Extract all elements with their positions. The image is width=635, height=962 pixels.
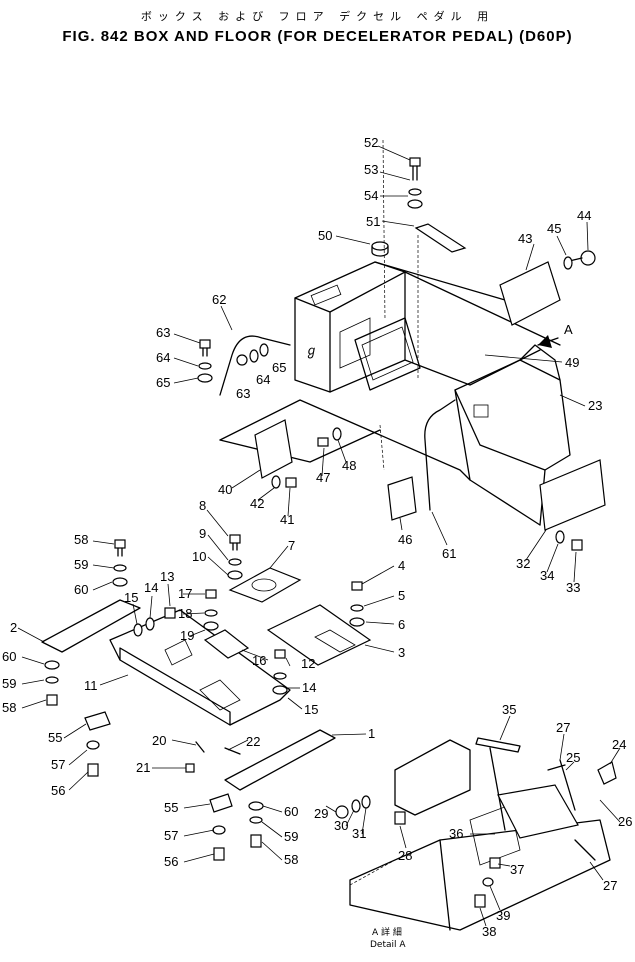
callout-11: 11 [84,678,98,693]
detail-label-japanese: A 詳 細 [372,926,402,938]
callout-8: 8 [199,498,206,513]
callout-1: 1 [368,726,375,741]
callout-56-left: 56 [51,783,65,798]
detail-label: Detail A [370,940,406,950]
operator-box-assembly: ℊ [219,139,606,531]
callout-38: 38 [482,924,496,939]
callout-59-bottom-left: 59 [2,676,16,691]
callout-17: 17 [178,586,192,601]
callout-44: 44 [577,208,591,223]
callout-2: 2 [10,620,17,635]
callout-31: 31 [352,826,366,841]
callout-51: 51 [366,214,380,229]
callout-50: 50 [318,228,332,243]
floor-assembly [41,567,372,813]
callout-58-middle: 58 [284,852,298,867]
callout-25: 25 [566,750,580,765]
callout-42: 42 [250,496,264,511]
callout-26: 26 [618,814,632,829]
callout-22: 22 [246,734,260,749]
callout-58-top: 58 [74,532,88,547]
callout-23: 23 [588,398,602,413]
callout-16: 16 [252,653,266,668]
callout-43: 43 [518,231,532,246]
callout-60-bottom-left: 60 [2,649,16,664]
callout-62: 62 [212,292,226,307]
callout-59-middle: 59 [284,829,298,844]
hardware-fasteners-upper [197,157,596,551]
callout-leader-lines [17,145,621,927]
callout-6: 6 [398,617,405,632]
callout-27-top: 27 [556,720,570,735]
box-emblem-text: ℊ [305,343,318,359]
callout-65-right: 65 [272,360,286,375]
callout-61: 61 [442,546,456,561]
callout-5: 5 [398,588,405,603]
callout-29: 29 [314,806,328,821]
callout-12: 12 [301,656,315,671]
callout-37: 37 [510,862,524,877]
callout-14-bottom: 14 [302,680,316,695]
callout-32: 32 [516,556,530,571]
hardware-fasteners-lower [44,534,365,861]
callout-9: 9 [199,526,206,541]
callout-33: 33 [566,580,580,595]
callout-55-left: 55 [48,730,62,745]
callout-18: 18 [178,606,192,621]
callout-52: 52 [364,135,378,150]
callout-21: 21 [136,760,150,775]
callout-58-bottom-left: 58 [2,700,16,715]
callout-27-bottom: 27 [603,878,617,893]
callout-39: 39 [496,908,510,923]
detail-a-assembly [335,737,617,931]
callout-65-left: 65 [156,375,170,390]
figure-title-japanese: ボックス および フロア デクセル ペダル 用 [140,10,495,23]
callout-45: 45 [547,221,561,236]
callout-34: 34 [540,568,554,583]
callout-3: 3 [398,645,405,660]
callout-20: 20 [152,733,166,748]
callout-48: 48 [342,458,356,473]
callout-10: 10 [192,549,206,564]
callout-36: 36 [449,826,463,841]
callout-56-middle: 56 [164,854,178,869]
callout-41: 41 [280,512,294,527]
callout-24: 24 [612,737,626,752]
callout-labels: 52 53 54 51 50 44 45 43 62 63 64 65 63 6… [2,135,632,950]
callout-64-right: 64 [256,372,270,387]
callout-64-left: 64 [156,350,170,365]
figure-title: FIG. 842 BOX AND FLOOR (FOR DECELERATOR … [62,28,573,45]
callout-57-left: 57 [51,757,65,772]
callout-4: 4 [398,558,405,573]
callout-54: 54 [364,188,378,203]
callout-53: 53 [364,162,378,177]
callout-28: 28 [398,848,412,863]
callout-40: 40 [218,482,232,497]
view-arrow-label: A [564,322,573,337]
callout-30: 30 [334,818,348,833]
callout-15-top: 15 [124,590,138,605]
callout-55-middle: 55 [164,800,178,815]
callout-57-middle: 57 [164,828,178,843]
callout-19: 19 [180,628,194,643]
callout-60-top: 60 [74,582,88,597]
callout-14-top: 14 [144,580,158,595]
callout-60-middle: 60 [284,804,298,819]
callout-47: 47 [316,470,330,485]
callout-13: 13 [160,569,174,584]
callout-7: 7 [288,538,295,553]
callout-46: 46 [398,532,412,547]
callout-63-left: 63 [156,325,170,340]
callout-49: 49 [565,355,579,370]
callout-35: 35 [502,702,516,717]
callout-59-top: 59 [74,557,88,572]
callout-15-bottom: 15 [304,702,318,717]
callout-63-right: 63 [236,386,250,401]
